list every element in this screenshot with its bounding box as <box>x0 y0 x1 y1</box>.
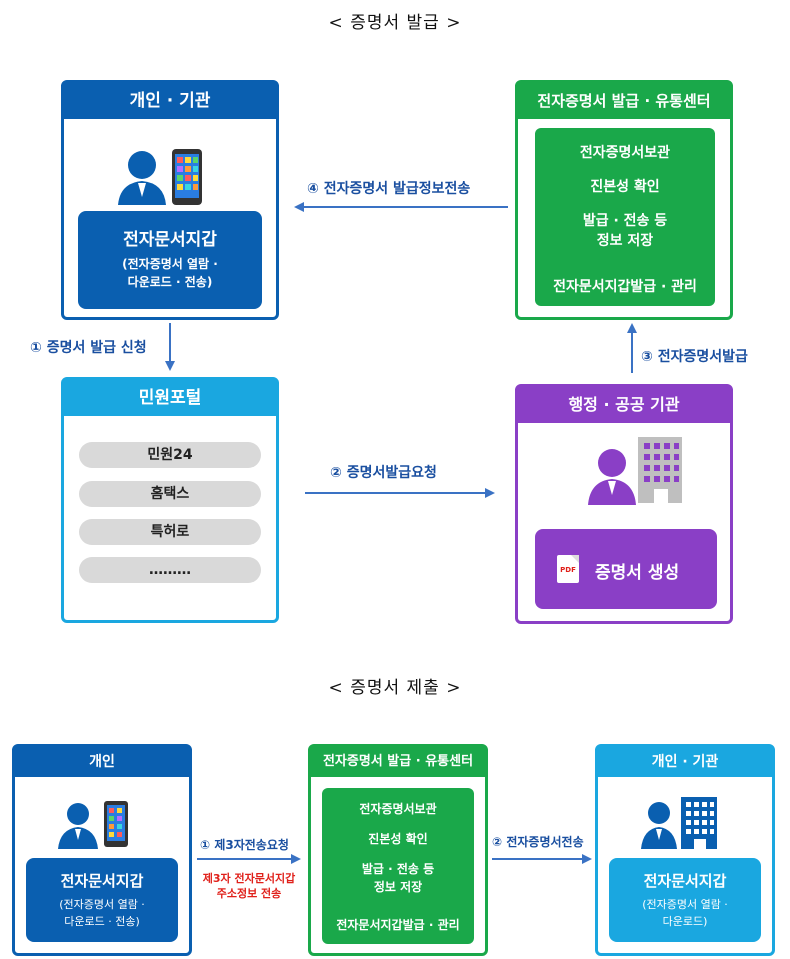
submit-person-phone-icon <box>58 801 128 849</box>
submit-center-item-wallet-manage: 전자문서지갑발급 · 관리 <box>336 918 460 932</box>
submit-org-wallet-desc1: (전자증명서 열람 · <box>642 898 728 911</box>
submit-center-item-storage: 전자증명서보관 <box>359 802 437 816</box>
center-item-storage: 전자증명서보관 <box>579 145 671 161</box>
center-inner-panel: 전자증명서보관 진본성 확인 발급 · 전송 등 정보 저장 전자문서지갑발급 … <box>535 128 715 306</box>
arrow4-label: ④ 전자증명서 발급정보전송 <box>307 181 471 197</box>
portal-item-hometax: 홈택스 <box>79 481 261 507</box>
submit-arrow2-right-arrow <box>492 854 592 864</box>
center-item-issue-transfer: 발급 · 전송 등 <box>582 213 668 229</box>
submit-personal-box: 개인 전자문서지갑 (전자증명서 열람 · 다운로드 · 전송) <box>12 744 192 956</box>
submit-org-wallet-desc2: 다운로드) <box>662 915 708 928</box>
portal-item-minwon24: 민원24 <box>79 442 261 468</box>
create-cert-box: PDF 증명서 생성 <box>535 529 717 609</box>
submit-wallet-title: 전자문서지갑 <box>60 872 144 890</box>
arrow4-left-arrow <box>294 202 508 212</box>
submit-center-box: 전자증명서 발급 · 유통센터 전자증명서보관 진본성 확인 발급 · 전송 등… <box>308 744 488 956</box>
wallet-desc-line1: (전자증명서 열람 · <box>122 257 218 271</box>
gov-box-header: 행정 · 공공 기관 <box>518 387 730 423</box>
personal-box: 개인 · 기관 전자문서지갑 (전자증명서 열람 · 다운로드 · 전송) <box>61 80 279 320</box>
center-item-info-save: 정보 저장 <box>596 233 654 249</box>
arrow3-up-arrow <box>627 323 637 373</box>
arrow1-label: ① 증명서 발급 신청 <box>30 340 147 356</box>
arrow2-label: ② 증명서발급요청 <box>330 465 437 481</box>
wallet-box: 전자문서지갑 (전자증명서 열람 · 다운로드 · 전송) <box>78 211 262 309</box>
wallet-title: 전자문서지갑 <box>123 230 217 250</box>
arrow2-right-arrow <box>305 488 495 498</box>
submit-arrow1-right-arrow <box>197 854 301 864</box>
submit-arrow1-label: ① 제3자전송요청 <box>200 838 289 852</box>
submit-org-box: 개인 · 기관 전자문서지갑 (전자증명서 열람 · 다운로드) <box>595 744 775 956</box>
person-building-icon <box>588 437 682 505</box>
arrow3-label: ③ 전자증명서발급 <box>641 349 748 365</box>
submit-wallet-desc2: 다운로드 · 전송) <box>64 915 140 928</box>
submit-center-item-info-save: 정보 저장 <box>373 880 423 894</box>
pdf-icon-label: PDF <box>560 566 576 574</box>
submit-org-wallet-title: 전자문서지갑 <box>643 872 727 890</box>
personal-box-header: 개인 · 기관 <box>64 83 276 119</box>
submit-arrow1-note2: 주소정보 전송 <box>216 887 282 900</box>
center-box: 전자증명서 발급 · 유통센터 전자증명서보관 진본성 확인 발급 · 전송 등… <box>515 80 733 320</box>
gov-box: 행정 · 공공 기관 PDF 증명서 생성 <box>515 384 733 624</box>
section-title-issue: < 증명서 발급 > <box>328 13 462 33</box>
arrow1-down-arrow <box>165 323 175 371</box>
submit-wallet-desc1: (전자증명서 열람 · <box>59 898 145 911</box>
submit-center-inner-panel: 전자증명서보관 진본성 확인 발급 · 전송 등 정보 저장 전자문서지갑발급 … <box>322 788 474 944</box>
center-item-wallet-manage: 전자문서지갑발급 · 관리 <box>553 279 697 295</box>
wallet-desc-line2: 다운로드 · 전송) <box>127 275 213 289</box>
center-item-authenticity: 진본성 확인 <box>590 179 660 195</box>
portal-item-etc: ……… <box>79 557 261 583</box>
center-box-header: 전자증명서 발급 · 유통센터 <box>518 83 730 119</box>
submit-center-item-issue-transfer: 발급 · 전송 등 <box>361 862 435 876</box>
submit-person-building-icon <box>641 797 717 849</box>
section-title-submit: < 증명서 제출 > <box>328 678 462 698</box>
person-phone-icon <box>118 149 202 205</box>
pdf-icon: PDF <box>557 555 579 583</box>
submit-wallet-box: 전자문서지갑 (전자증명서 열람 · 다운로드 · 전송) <box>26 858 178 942</box>
submit-org-wallet-box: 전자문서지갑 (전자증명서 열람 · 다운로드) <box>609 858 761 942</box>
submit-personal-header: 개인 <box>15 747 189 777</box>
portal-item-patent: 특허로 <box>79 519 261 545</box>
submit-center-item-authenticity: 진본성 확인 <box>368 832 428 846</box>
submit-arrow2-label: ② 전자증명서전송 <box>492 835 584 849</box>
submit-center-header: 전자증명서 발급 · 유통센터 <box>311 747 485 777</box>
portal-box-header: 민원포털 <box>64 380 276 416</box>
create-cert-label: 증명서 생성 <box>595 563 680 583</box>
submit-arrow1-note1: 제3자 전자문서지갑 <box>202 872 296 885</box>
submit-org-header: 개인 · 기관 <box>598 747 772 777</box>
